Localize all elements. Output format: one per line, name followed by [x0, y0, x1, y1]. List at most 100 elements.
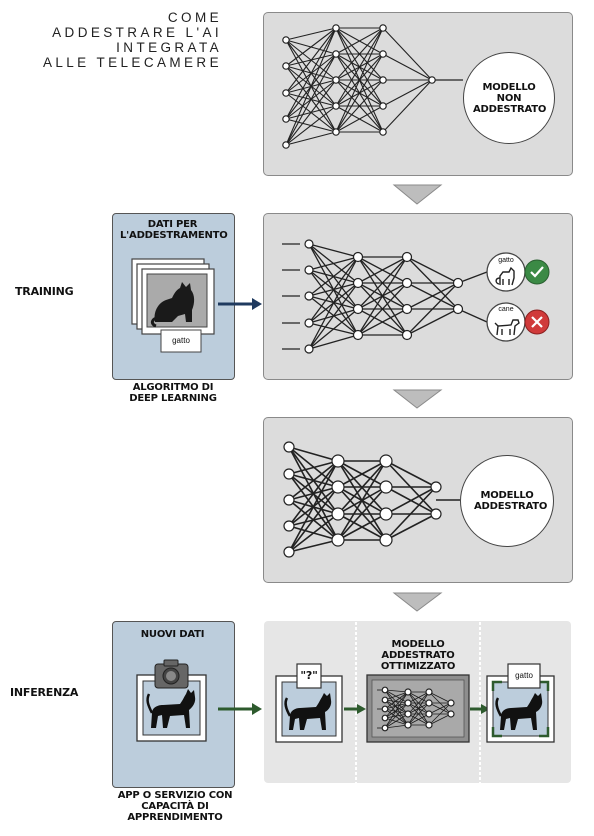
network-node: [331, 454, 345, 468]
network-edge: [407, 691, 430, 715]
network-node: [304, 239, 314, 249]
network-edge: [384, 708, 409, 715]
network-edge: [384, 689, 409, 704]
inference-label: INFERENZA: [10, 686, 79, 699]
output-cat-label: gatto: [498, 257, 514, 264]
network-node: [379, 76, 387, 84]
training-data-title: DATI PER L'ADDESTRAMENTO: [120, 219, 228, 241]
network-node: [379, 24, 387, 32]
network-edge: [335, 53, 384, 133]
network-node: [452, 277, 464, 289]
network-edge: [288, 460, 339, 475]
network-node: [282, 115, 290, 123]
network-edge: [335, 27, 384, 107]
cat-silhouette-icon: [150, 282, 195, 328]
network-node: [447, 699, 455, 707]
network-edge: [337, 460, 387, 488]
network-edge: [357, 282, 408, 336]
untrained-model-circle: MODELLO NON ADDESTRATO: [463, 52, 555, 144]
network-edge: [385, 486, 437, 515]
network-edge: [285, 53, 337, 146]
network-edge: [337, 460, 387, 515]
network-edge: [384, 699, 409, 726]
network-edge: [384, 702, 409, 729]
network-edge: [384, 689, 409, 726]
network-edge: [382, 27, 433, 81]
network-node: [404, 721, 412, 729]
optimized-model-title: MODELLO ADDESTRATO OTTIMIZZATO: [380, 639, 456, 672]
network-edge: [384, 691, 409, 701]
network-node: [332, 102, 340, 110]
question-tag: "?": [300, 669, 318, 682]
network-node: [379, 128, 387, 136]
network-node: [401, 251, 413, 263]
network-edge: [285, 131, 337, 146]
network-node: [352, 251, 364, 263]
network-node: [282, 89, 290, 97]
network-node: [352, 303, 364, 315]
network-node: [404, 688, 412, 696]
network-edge: [384, 691, 409, 710]
network-edge: [285, 27, 337, 146]
network-node: [430, 481, 442, 493]
trained-model-label: MODELLO ADDESTRATO: [474, 490, 548, 512]
network-node: [379, 507, 393, 521]
camera-icon: [154, 659, 189, 689]
network-edge: [288, 486, 339, 553]
network-edge: [384, 689, 409, 715]
network-node: [379, 102, 387, 110]
network-node: [282, 36, 290, 44]
network-edge: [288, 539, 339, 553]
network-edge: [406, 308, 459, 336]
network-edge: [285, 27, 337, 41]
network-node: [331, 507, 345, 521]
network-edge: [385, 460, 437, 488]
network-node: [401, 277, 413, 289]
trained-model-circle: MODELLO ADDESTRATO: [460, 455, 554, 547]
app-label: APP O SERVIZIO CON CAPACITÀ DI APPRENDIM…: [117, 790, 233, 823]
network-node: [304, 318, 314, 328]
network-edge: [457, 271, 488, 284]
network-edge: [357, 256, 408, 284]
network-edge: [428, 702, 452, 726]
network-edge: [428, 702, 452, 715]
network-edge: [382, 53, 433, 81]
network-edge: [384, 713, 409, 729]
network-node: [425, 710, 433, 718]
network-edge: [407, 702, 430, 726]
network-edge: [335, 27, 384, 55]
network-edge: [407, 713, 430, 726]
network-node: [381, 714, 389, 722]
network-edge: [308, 334, 359, 350]
network-edge: [337, 486, 387, 541]
network-edge: [385, 513, 437, 541]
network-edge: [288, 460, 339, 501]
title-line-4: ALLE TELECAMERE: [42, 55, 222, 70]
network-edge: [357, 256, 408, 336]
training-label: TRAINING: [15, 285, 74, 298]
network-edge: [428, 691, 452, 704]
network-node: [332, 24, 340, 32]
title-line-3: INTEGRATA: [116, 40, 222, 55]
network-edge: [308, 243, 359, 258]
network-node: [331, 480, 345, 494]
network-node: [282, 141, 290, 149]
network-edge: [384, 689, 409, 693]
network-node: [283, 441, 295, 453]
network-node: [352, 277, 364, 289]
network-edge: [384, 699, 409, 704]
network-node: [304, 265, 314, 275]
network-edge: [382, 79, 433, 133]
diagram-title: COME ADDESTRARE L'AI INTEGRATA ALLE TELE…: [10, 10, 222, 70]
network-node: [283, 468, 295, 480]
network-edge: [285, 27, 337, 120]
network-node: [304, 344, 314, 354]
network-edge: [288, 460, 339, 527]
network-node: [452, 303, 464, 315]
